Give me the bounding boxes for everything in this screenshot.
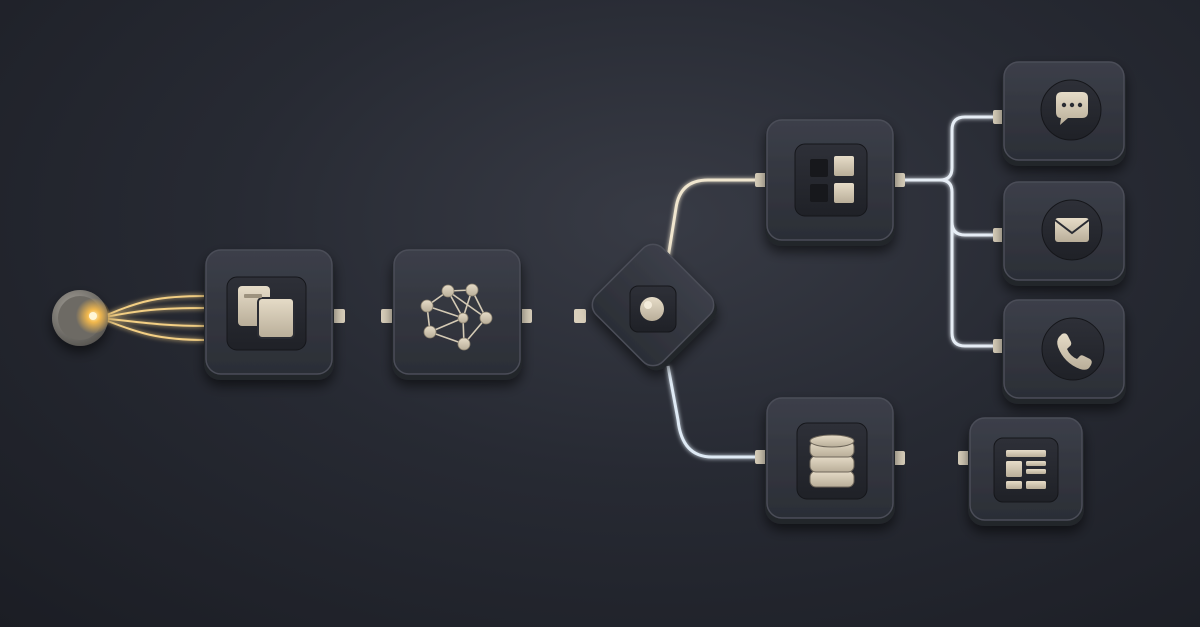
connector (958, 451, 970, 465)
connector (381, 309, 393, 323)
network-graph-icon (420, 283, 493, 351)
wire-router-to-dashboard (666, 178, 768, 259)
tile-ingest (226, 276, 307, 351)
connector (520, 309, 532, 323)
node-process (392, 249, 522, 380)
connector (893, 173, 905, 187)
connector (893, 451, 905, 465)
connector (755, 173, 767, 187)
connector (574, 309, 586, 323)
envelope-icon (1041, 199, 1103, 261)
phone-icon (1041, 317, 1105, 381)
database-icon (796, 422, 868, 500)
dot-button-icon (629, 285, 677, 333)
connector (755, 450, 767, 464)
grid-tiles-icon (794, 143, 868, 217)
document-layout-icon (993, 437, 1059, 503)
wire-router-to-database (666, 365, 768, 459)
wire-dashboard-to-channels (893, 115, 1005, 348)
wire-source-to-ingest (99, 295, 207, 341)
source-orb (52, 290, 110, 346)
windows-stack-icon (238, 286, 295, 339)
connector (333, 309, 345, 323)
chat-bubble-icon (1040, 79, 1102, 141)
